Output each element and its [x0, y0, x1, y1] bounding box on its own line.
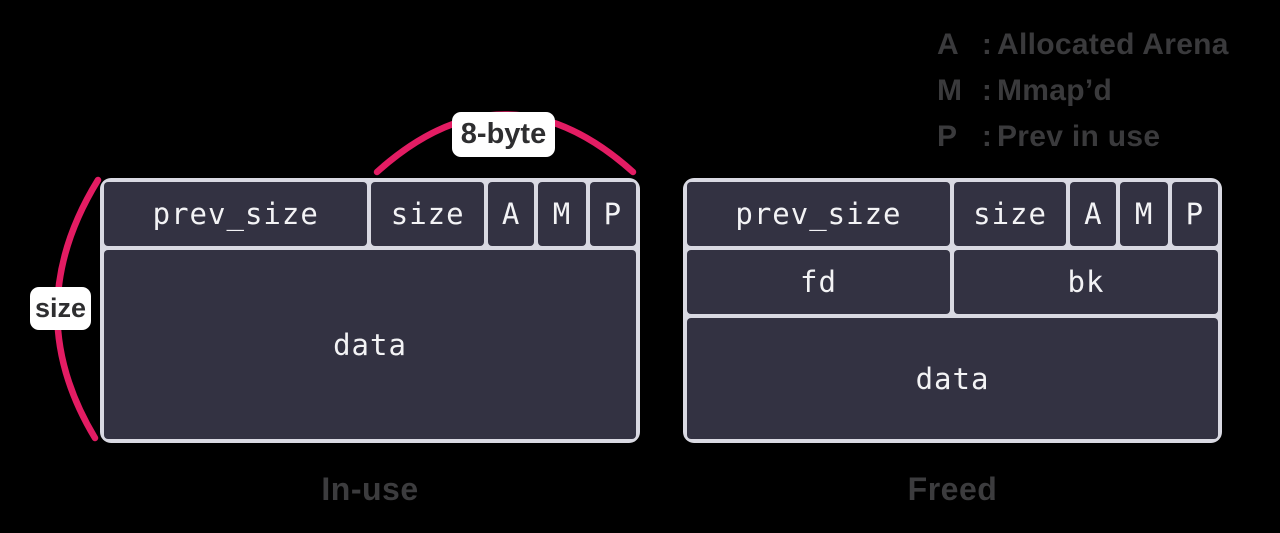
freed-prev-size-cell: prev_size: [687, 182, 950, 246]
inuse-data-cell: data: [104, 250, 636, 439]
inuse-caption: In-use: [321, 471, 419, 507]
inuse-chunk-table: prev_size size A M P data: [100, 178, 640, 443]
freed-data-cell: data: [687, 318, 1218, 439]
legend-key: A: [937, 28, 959, 61]
freed-size-cell: size: [953, 182, 1067, 246]
legend-colon: :: [981, 74, 993, 107]
freed-flag-m-cell: M: [1120, 182, 1168, 246]
legend-colon: :: [981, 120, 993, 153]
legend-item-mmapd: M : Mmap’d: [937, 68, 1229, 114]
legend-key: M: [937, 74, 963, 107]
freed-caption: Freed: [907, 471, 998, 507]
size-label: size: [30, 287, 91, 330]
inuse-size-cell: size: [371, 182, 484, 246]
freed-bk-cell: bk: [953, 250, 1218, 314]
inuse-flag-m-cell: M: [538, 182, 586, 246]
inuse-flag-a-cell: A: [487, 182, 535, 246]
legend-colon: :: [981, 28, 993, 61]
freed-fd-cell: fd: [687, 250, 950, 314]
inuse-prev-size-cell: prev_size: [104, 182, 368, 246]
eight-byte-label: 8-byte: [452, 112, 555, 157]
freed-flag-a-cell: A: [1070, 182, 1117, 246]
legend-key: P: [937, 120, 958, 153]
legend-item-prev-in-use: P : Prev in use: [937, 114, 1229, 160]
freed-flag-p-cell: P: [1171, 182, 1218, 246]
flag-legend: A : Allocated Arena M : Mmap’d P : Prev …: [937, 22, 1229, 160]
legend-item-allocated-arena: A : Allocated Arena: [937, 22, 1229, 68]
legend-label: Prev in use: [997, 120, 1161, 153]
inuse-flag-p-cell: P: [589, 182, 636, 246]
legend-label: Mmap’d: [997, 74, 1113, 107]
freed-chunk-table: prev_size size A M P fd bk data: [683, 178, 1222, 443]
legend-label: Allocated Arena: [997, 28, 1229, 61]
